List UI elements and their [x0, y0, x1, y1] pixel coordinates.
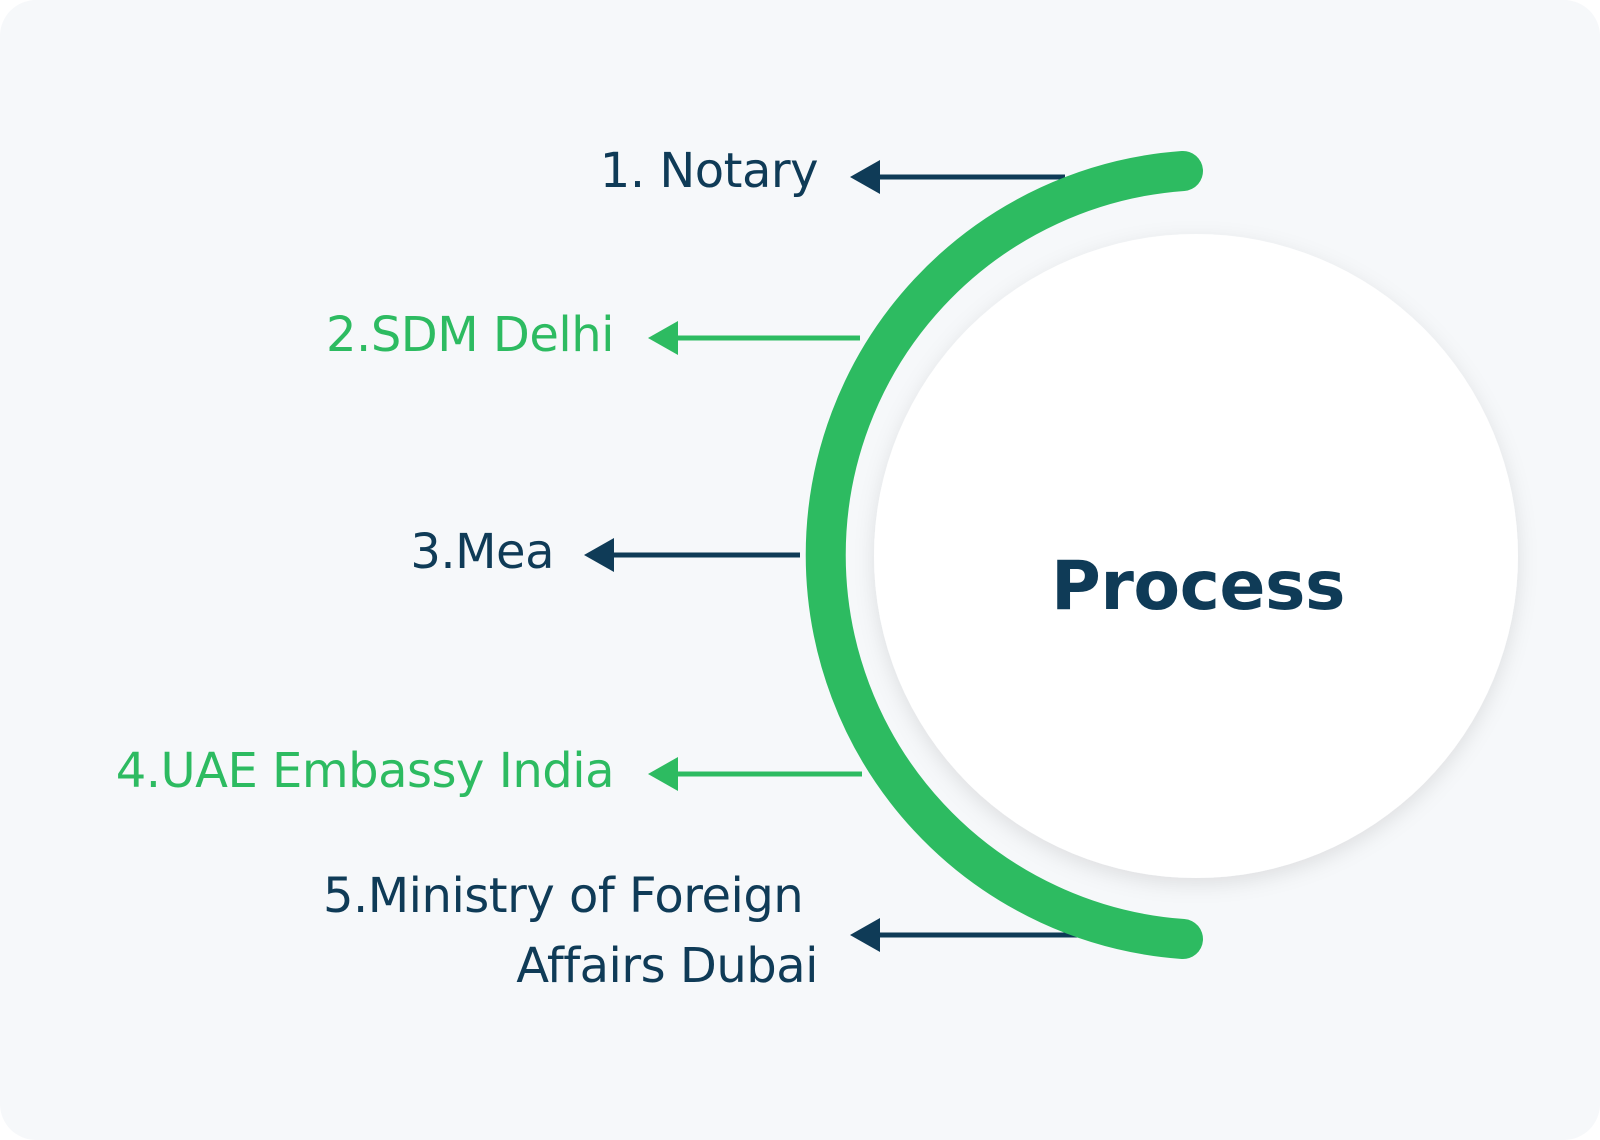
center-circle	[874, 234, 1518, 878]
center-label: Process	[1051, 547, 1345, 626]
step-label-3: 3.Mea	[410, 524, 554, 580]
process-arc	[805, 151, 1203, 959]
step-label-2: 2.SDM Delhi	[326, 307, 614, 363]
arrow-step-2	[648, 321, 860, 355]
step-label-1: 1. Notary	[600, 143, 818, 199]
step-label-5: 5.Ministry of Foreign Affairs Dubai	[323, 868, 818, 994]
arrow-step-1	[850, 160, 1065, 194]
arrow-step-5	[850, 918, 1085, 952]
arrow-step-4	[648, 757, 862, 791]
arrow-step-3	[584, 538, 800, 572]
step-label-4: 4.UAE Embassy India	[116, 743, 614, 799]
